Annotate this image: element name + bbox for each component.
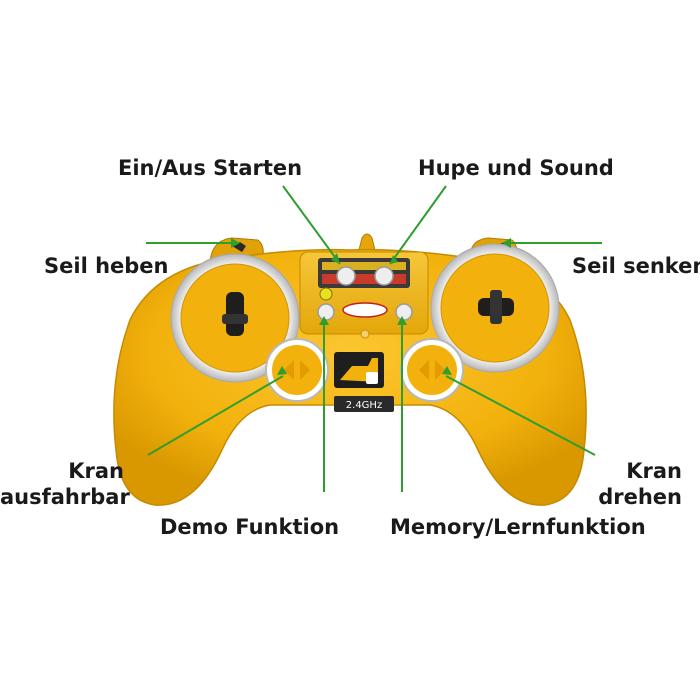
label-crane-rotate-line2: drehen (598, 485, 682, 509)
left-right-arrows-icon (284, 360, 310, 380)
pointer-crane-rotate (445, 375, 596, 456)
status-led (360, 329, 370, 339)
label-crane-rotate: Kran drehen (560, 458, 682, 510)
label-rope-down: Seil senken (572, 254, 700, 278)
label-demo: Demo Funktion (160, 515, 340, 539)
label-rope-up: Seil heben (44, 254, 169, 278)
label-crane-extend: Kran ausfahrbar (0, 458, 130, 510)
left-right-arrows-icon (419, 360, 445, 380)
pointer-horn (389, 185, 447, 265)
label-horn-sound: Hupe und Sound (418, 156, 614, 180)
label-crane-extend-line1: Kran (68, 459, 124, 483)
arrowheads (231, 238, 511, 375)
label-on-off-start: Ein/Aus Starten (118, 156, 303, 180)
brand-badge (342, 302, 388, 318)
memory-button (395, 303, 413, 321)
pointer-lines (146, 185, 602, 492)
pointer-on-off (282, 185, 341, 265)
frequency-plate (334, 396, 394, 412)
power-indicator (319, 287, 333, 301)
pointer-crane-extend (147, 375, 284, 456)
demo-button (317, 303, 335, 321)
frequency-label: 2.4GHz (346, 400, 382, 411)
start-button (336, 266, 356, 286)
label-crane-rotate-line1: Kran (626, 459, 682, 483)
label-crane-extend-line2: ausfahrbar (0, 485, 130, 509)
horn-button (374, 266, 394, 286)
label-memory: Memory/Lernfunktion (390, 515, 646, 539)
